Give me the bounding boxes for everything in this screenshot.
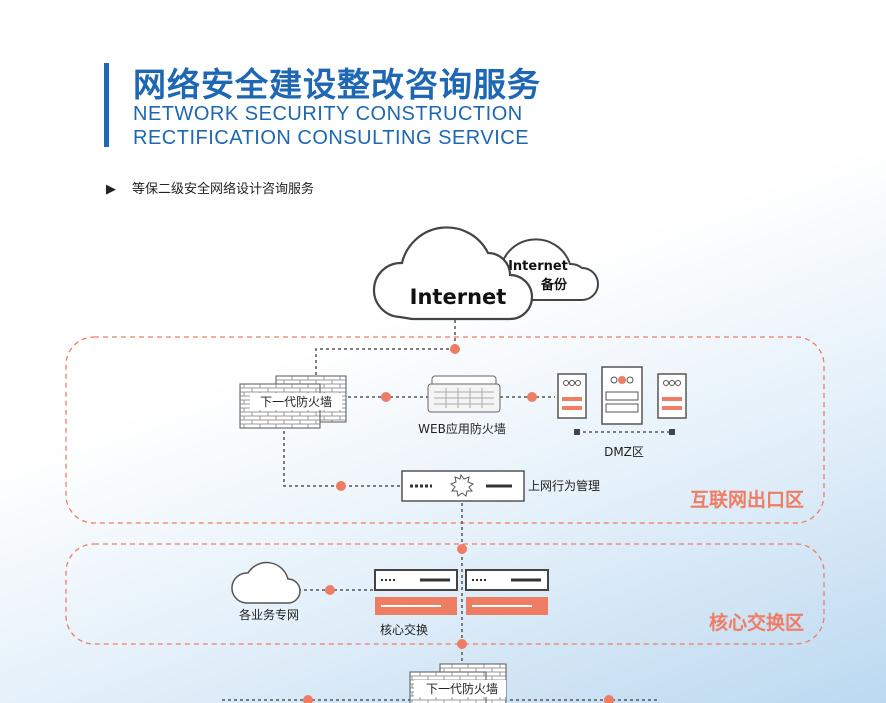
page-subtitle-line1: NETWORK SECURITY CONSTRUCTION	[133, 103, 523, 125]
page-subtitle-line2: RECTIFICATION CONSULTING SERVICE	[133, 127, 530, 149]
behavior-mgmt-label: 上网行为管理	[528, 478, 600, 493]
behavior-management-icon: 上网行为管理	[401, 470, 600, 502]
business-net-cloud-icon: 各业务专网	[231, 561, 301, 622]
core-switch-label: 核心交换	[380, 622, 428, 637]
internet-backup-label-1: Internet	[508, 259, 568, 274]
internet-label: Internet	[410, 285, 507, 309]
zone-internet-exit-border	[65, 336, 825, 524]
section-label: 等保二级安全网络设计咨询服务	[132, 182, 315, 197]
title-accent-bar	[104, 63, 109, 147]
ngfw-top-label: 下一代防火墙	[260, 394, 332, 409]
ngfw-top-icon: 下一代防火墙	[239, 375, 347, 429]
ngfw-bottom-label: 下一代防火墙	[426, 681, 498, 696]
core-switch-icon: 核心交换	[374, 569, 549, 637]
dmz-servers-icon: DMZ区	[557, 366, 687, 459]
page-title: 网络安全建设整改咨询服务	[133, 65, 541, 104]
zone-core-label: 核心交换区	[709, 611, 804, 634]
section-heading: ▶ 等保二级安全网络设计咨询服务	[106, 178, 314, 197]
zone-internet-exit-label: 互联网出口区	[690, 488, 804, 511]
internet-backup-label-2: 备份	[540, 277, 568, 293]
play-triangle-icon: ▶	[106, 182, 116, 197]
ngfw-bottom-icon: 下一代防火墙	[409, 663, 507, 703]
business-net-label: 各业务专网	[239, 607, 299, 622]
zone-core-border	[65, 543, 825, 645]
junction-dots	[303, 344, 614, 703]
waf-label: WEB应用防火墙	[418, 421, 506, 436]
waf-icon: WEB应用防火墙	[418, 375, 506, 436]
dmz-label: DMZ区	[604, 445, 644, 459]
internet-cloud: Internet	[372, 226, 534, 321]
